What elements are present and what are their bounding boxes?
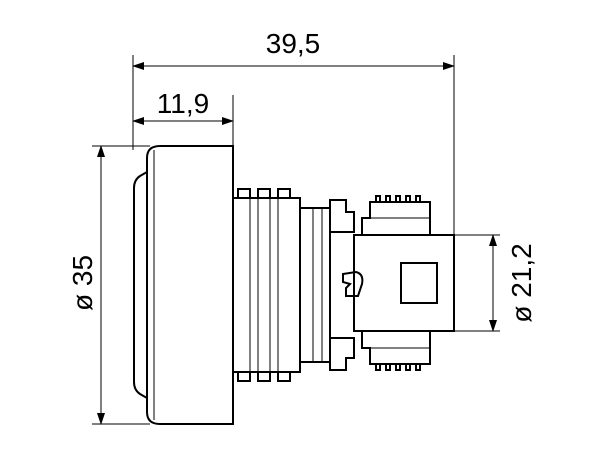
dimension-overall-length: 39,5 [132,28,455,235]
overall-length-label: 39,5 [266,28,321,59]
dimension-flange-depth: 11,9 [132,88,234,150]
dimension-housing-diameter: ø 21,2 [454,234,537,332]
connector-top [361,195,431,236]
housing-diameter-label: ø 21,2 [506,243,537,322]
connector-bottom [361,330,431,371]
dimension-flange-diameter: ø 35 [67,145,150,425]
collar-ribs [237,188,291,382]
flange [146,145,234,425]
latch-tab-bottom [329,337,355,371]
collar [232,197,301,373]
flange-diameter-label: ø 35 [67,255,98,311]
component-outline [133,145,455,425]
flange-depth-label: 11,9 [157,88,209,119]
housing-key [342,270,364,297]
latch-tab-top [329,199,355,233]
housing-window [400,262,438,304]
lens-front [133,171,148,399]
housing [353,234,455,332]
neck [299,207,331,363]
